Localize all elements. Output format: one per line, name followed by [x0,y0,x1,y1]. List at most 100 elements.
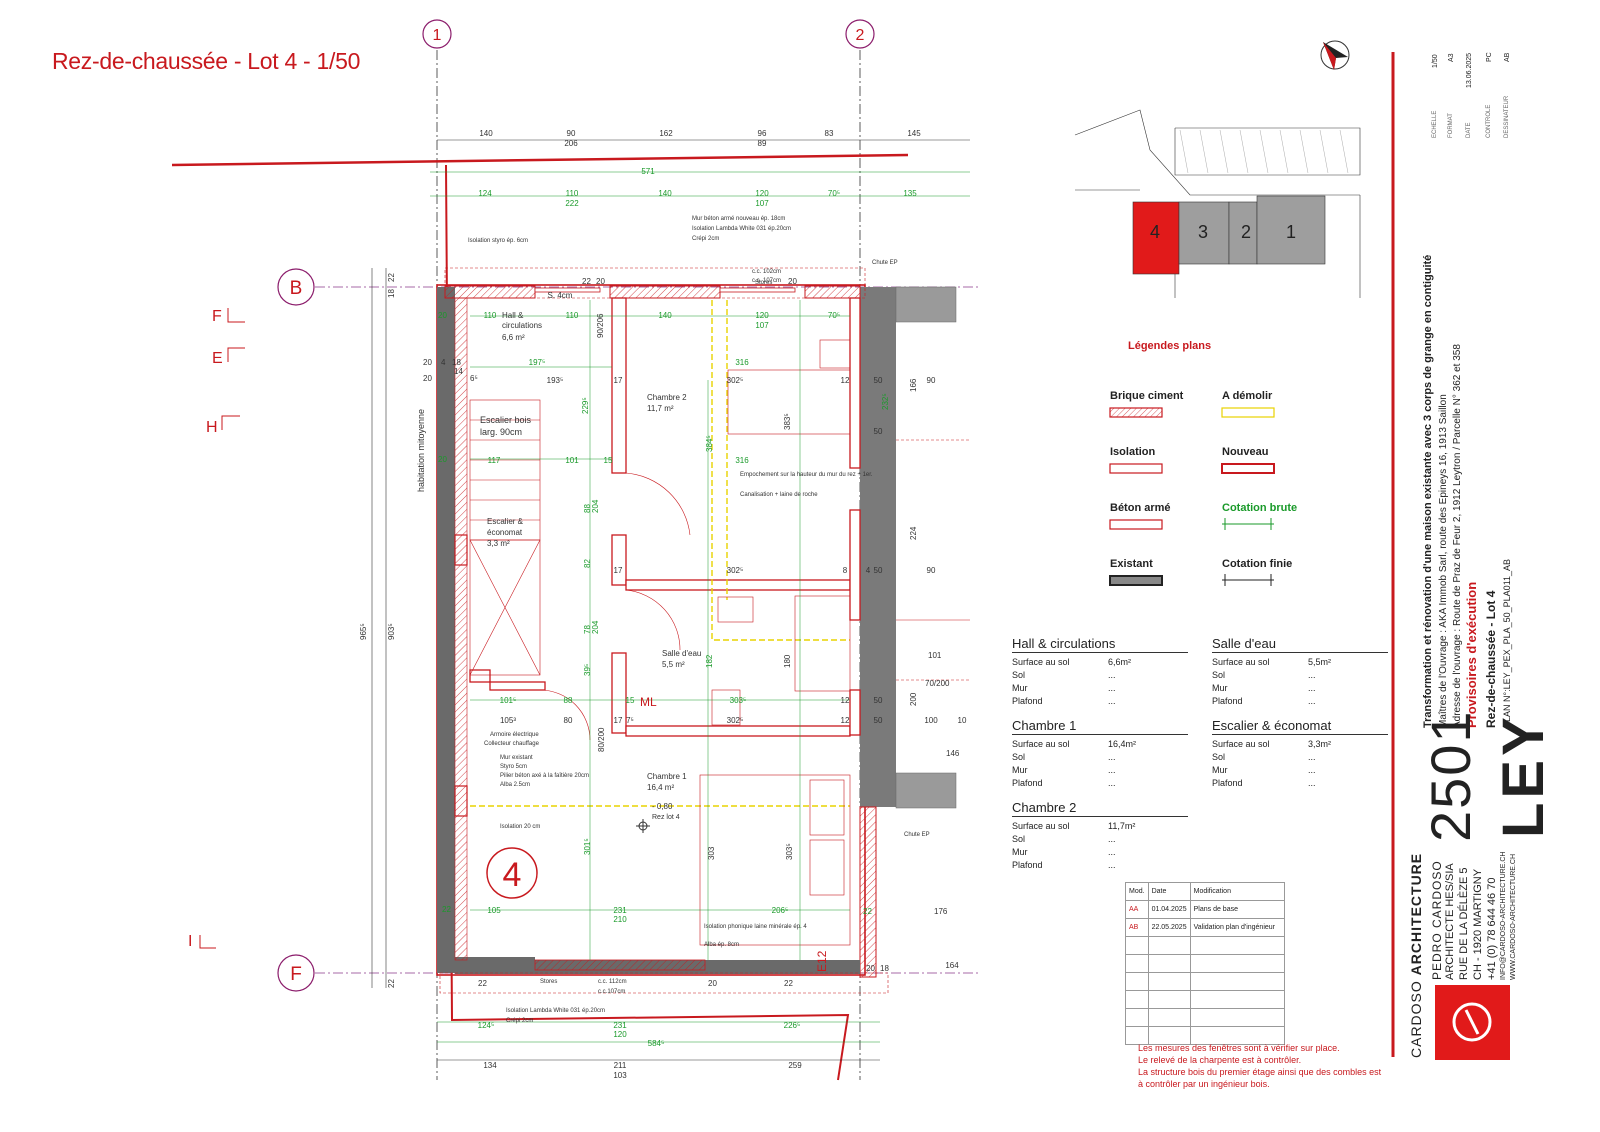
svg-text:Mur existant: Mur existant [500,755,533,761]
legend-label: Nouveau [1222,446,1269,458]
property-line [171,153,909,167]
svg-text:140: 140 [658,311,672,320]
svg-text:économat: économat [487,528,523,537]
project-title: Transformation et rénovation d'une maiso… [1422,254,1434,728]
dim-top: 145 [907,129,921,138]
firm-street: RUE DE LA DÉLÈZE 5 [1458,867,1470,981]
svg-text:10: 10 [958,716,967,725]
address-line: Adresse de l'ouvrage : Route de Praz de … [1452,344,1463,728]
dim-bottom: 231 [613,1021,627,1030]
svg-text:Chute EP: Chute EP [872,260,898,266]
svg-text:20: 20 [596,277,605,286]
svg-text:22: 22 [863,907,872,916]
svg-text:Isolation phonique laine minér: Isolation phonique laine minérale ép. 4 [704,924,807,930]
svg-text:301⁵: 301⁵ [583,838,592,855]
plan-name: Rez-de-chaussée - Lot 4 [1484,590,1498,728]
dim-top: 83 [825,129,834,138]
legend-swatch-beton [1109,519,1163,530]
site-lot-2 [1228,201,1258,265]
svg-text:70⁵: 70⁵ [828,311,840,320]
svg-text:39⁵: 39⁵ [583,664,592,676]
lot-number: 4 [503,856,522,894]
existing-wall-west [437,287,455,973]
svg-text:303⁵: 303⁵ [785,843,794,860]
axis-f-label: F [290,964,302,985]
svg-text:90/206: 90/206 [596,313,605,338]
svg-text:Stores: Stores [755,280,772,286]
svg-text:20: 20 [438,311,447,320]
room-label: Chambre 1 [647,772,687,781]
svg-text:20: 20 [423,358,432,367]
axis-b-label: B [290,278,303,299]
site-notes: Les mesures des fenêtres sont à vérifier… [1138,1043,1382,1089]
section-mark-i: I [188,933,192,950]
axis-2-label: 2 [856,27,865,44]
firm-name-1: CARDOSO ARCHITECTURE [1408,852,1424,1058]
svg-text:1: 1 [1286,222,1296,242]
architect-name: PEDRO CARDOSO [1430,860,1444,980]
svg-text:15: 15 [604,456,613,465]
existing-wall-east [860,287,896,807]
svg-text:100: 100 [924,716,938,725]
svg-text:50: 50 [874,376,883,385]
svg-text:20: 20 [423,374,432,383]
svg-text:107: 107 [755,321,769,330]
svg-text:18: 18 [452,358,461,367]
svg-text:3,3 m²: 3,3 m² [487,539,510,548]
dim-left: 22 [387,273,396,282]
dim-top2: 222 [565,199,579,208]
dim-top2: 571 [641,167,655,176]
svg-text:Mur béton armé nouveau ép. 18c: Mur béton armé nouveau ép. 18cm [692,216,785,222]
svg-text:Stores: Stores [540,979,557,985]
dim-top2: 110 [566,189,579,198]
svg-text:101: 101 [565,456,579,465]
svg-text:110: 110 [566,311,579,320]
plan-number: PLAN N°:LEY_PEX_PLA_50_PLA011_AB [1502,558,1512,728]
legend-label: Béton armé [1110,502,1171,514]
svg-text:Isolation 20 cm: Isolation 20 cm [500,824,540,830]
svg-text:Rez lot 4: Rez lot 4 [652,814,680,821]
svg-text:50: 50 [874,427,883,436]
firm-logo [1435,985,1510,1060]
svg-text:82: 82 [583,559,592,568]
dim-bottom2: 103 [613,1071,627,1080]
svg-text:c.c.107cm: c.c.107cm [598,989,625,995]
firm-city: CH - 1920 MARTIGNY [1472,868,1484,980]
legend-label: A démolir [1222,390,1273,402]
svg-text:12: 12 [841,376,850,385]
svg-text:Crépi 2cm: Crépi 2cm [506,1018,533,1024]
svg-text:90: 90 [927,566,936,575]
project-code: LEY [1491,713,1556,838]
svg-text:302⁵: 302⁵ [727,566,744,575]
svg-text:S. 4cm: S. 4cm [548,291,573,300]
section-mark-f: F [212,308,222,325]
svg-text:4: 4 [441,358,446,367]
svg-text:20: 20 [866,964,875,973]
dim-top: 90 [567,129,576,138]
svg-text:78: 78 [583,625,592,634]
project-number: 2501 [1419,709,1482,842]
dim-left: 965⁵ [359,623,368,640]
svg-text:18: 18 [880,964,889,973]
svg-text:88: 88 [564,696,573,705]
svg-text:6⁵: 6⁵ [470,374,478,383]
svg-text:229⁵: 229⁵ [581,397,590,414]
site-lot-3 [1178,201,1230,265]
svg-text:Crépi 2cm: Crépi 2cm [692,236,719,242]
room-label: Chambre 2 [647,393,687,402]
svg-text:117: 117 [488,456,501,465]
svg-text:20: 20 [708,979,717,988]
section-mark-e: E [212,350,223,367]
svg-text:22: 22 [784,979,793,988]
svg-text:12: 12 [841,716,850,725]
dim-bottom: 124⁵ [478,1021,495,1030]
room-label: Escalier & [487,517,524,526]
svg-text:182: 182 [705,654,714,668]
svg-text:16,4 m²: 16,4 m² [647,783,674,792]
svg-text:176: 176 [934,907,948,916]
dim-bottom: 120 [613,1030,627,1039]
dim-left: 18 [387,289,396,298]
svg-text:Alba 2.5cm: Alba 2.5cm [500,782,530,788]
